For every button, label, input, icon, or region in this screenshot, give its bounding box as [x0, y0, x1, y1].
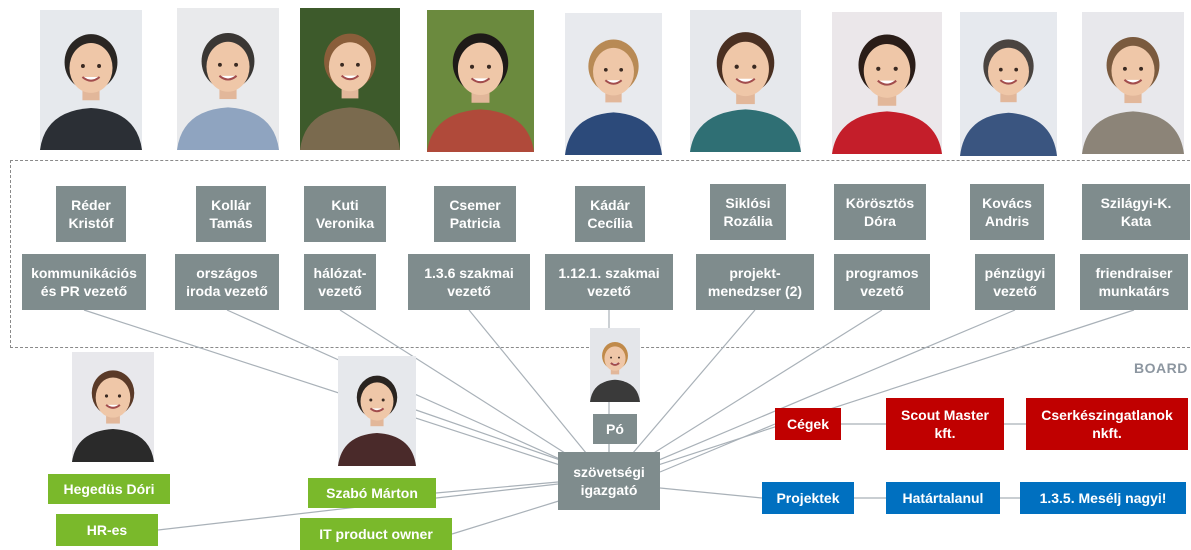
name-box-kuti-veronika: Kuti Veronika: [304, 186, 386, 242]
project-box-hatartalanul: Határtalanul: [886, 482, 1000, 514]
photo-kuti-veronika: [300, 8, 400, 150]
portrait-graphic: [1082, 12, 1184, 154]
role-box-szilagyi-kata: friendraiser munkatárs: [1080, 254, 1188, 310]
role-box-reder-kristof: kommunikációs és PR vezető: [22, 254, 146, 310]
connector-szabo: [435, 481, 559, 494]
portrait-graphic: [40, 10, 142, 150]
name-box-csemer-patricia: Csemer Patricia: [434, 186, 516, 242]
portrait-graphic: [690, 10, 801, 152]
photo-csemer-patricia: [427, 10, 534, 152]
name-box-szabo-marton: Szabó Márton: [308, 478, 436, 508]
photo-kadar-cecilia: [565, 13, 662, 155]
role-box-it-product-owner: IT product owner: [300, 518, 452, 550]
photo-korosztos-dora: [832, 12, 942, 154]
portrait-graphic: [427, 10, 534, 152]
role-box-siklosi-rozalia: projekt- menedzser (2): [696, 254, 814, 310]
name-box-kovacs-andris: Kovács Andris: [970, 184, 1044, 240]
photo-szabo-marton: [338, 356, 416, 466]
company-box-scout-master: Scout Master kft.: [886, 398, 1004, 450]
name-box-reder-kristof: Réder Kristóf: [56, 186, 126, 242]
connector-board-7: [608, 309, 1016, 482]
portrait-graphic: [565, 13, 662, 155]
name-box-kollar-tamas: Kollár Tamás: [196, 186, 266, 242]
portrait-graphic: [338, 356, 416, 466]
portrait-graphic: [72, 352, 154, 462]
companies-head-box: Cégek: [775, 408, 841, 440]
name-box-siklosi-rozalia: Siklósi Rozália: [710, 184, 786, 240]
role-box-kadar-cecilia: 1.12.1. szakmai vezető: [545, 254, 673, 310]
portrait-graphic: [300, 8, 400, 150]
connector-it: [451, 499, 563, 535]
name-box-hegedus-dori: Hegedüs Dóri: [48, 474, 170, 504]
photo-siklosi-rozalia: [690, 10, 801, 152]
role-box-hr: HR-es: [56, 514, 158, 546]
board-label: BOARD: [1134, 360, 1188, 376]
name-box-kadar-cecilia: Kádár Cecília: [575, 186, 645, 242]
connector-projects: [659, 487, 763, 499]
photo-szilagyi-kata: [1082, 12, 1184, 154]
connector-szabo-photo: [415, 409, 567, 463]
po-box: Pó: [593, 414, 637, 444]
name-box-szilagyi-kata: Szilágyi-K. Kata: [1082, 184, 1190, 240]
role-box-korosztos-dora: programos vezető: [834, 254, 930, 310]
connector-board-8: [608, 309, 1135, 482]
connector-companies: [659, 423, 776, 473]
photo-kovacs-andris: [960, 12, 1057, 156]
project-box-meselj-nagyi: 1.3.5. Mesélj nagyi!: [1020, 482, 1186, 514]
portrait-graphic: [177, 8, 279, 150]
photo-reder-kristof: [40, 10, 142, 150]
company-box-cserkeszingatlanok: Cserkészingatlanok nkft.: [1026, 398, 1188, 450]
director-box: szövetségi igazgató: [558, 452, 660, 510]
projects-head-box: Projektek: [762, 482, 854, 514]
role-box-kovacs-andris: pénzügyi vezető: [975, 254, 1055, 310]
photo-kollar-tamas: [177, 8, 279, 150]
photo-hegedus-dori: [72, 352, 154, 462]
portrait-graphic: [832, 12, 942, 154]
photo-po: [590, 328, 640, 402]
role-box-kuti-veronika: hálózat- vezető: [304, 254, 376, 310]
role-box-kollar-tamas: országos iroda vezető: [175, 254, 279, 310]
portrait-graphic: [960, 12, 1057, 156]
portrait-graphic: [590, 328, 640, 402]
connector-board-1: [226, 309, 610, 482]
name-box-korosztos-dora: Körösztös Dóra: [834, 184, 926, 240]
role-box-csemer-patricia: 1.3.6 szakmai vezető: [408, 254, 530, 310]
